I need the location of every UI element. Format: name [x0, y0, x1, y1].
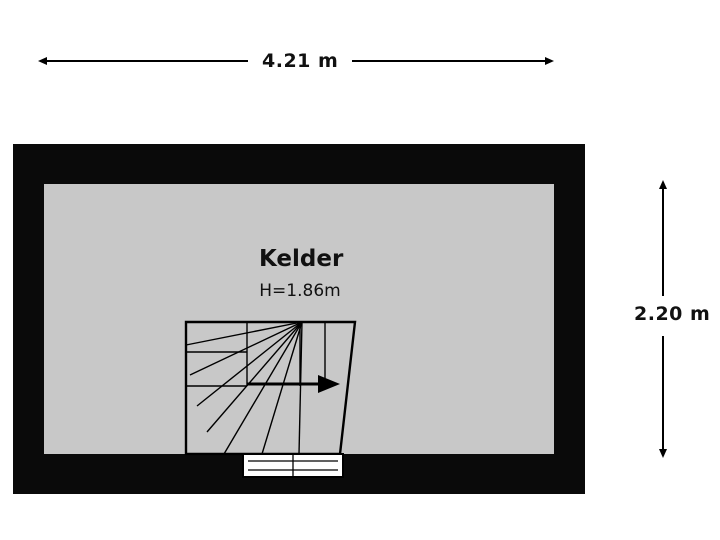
stair-winder-line	[185, 321, 303, 346]
room-name-label: Kelder	[259, 246, 344, 272]
stair-winder-line	[189, 321, 303, 376]
stair-direction-arrowhead	[318, 375, 340, 393]
room-height-label: H=1.86m	[259, 281, 341, 301]
stair-winder-line	[206, 321, 303, 433]
stair-winder-line	[261, 321, 303, 455]
dimension-label-width: 4.21 m	[262, 50, 339, 72]
stair-winder-line	[223, 321, 303, 455]
stair-winder-line	[298, 321, 303, 455]
dimension-label-height: 2.20 m	[634, 303, 711, 325]
stair-winder-line	[196, 321, 303, 407]
